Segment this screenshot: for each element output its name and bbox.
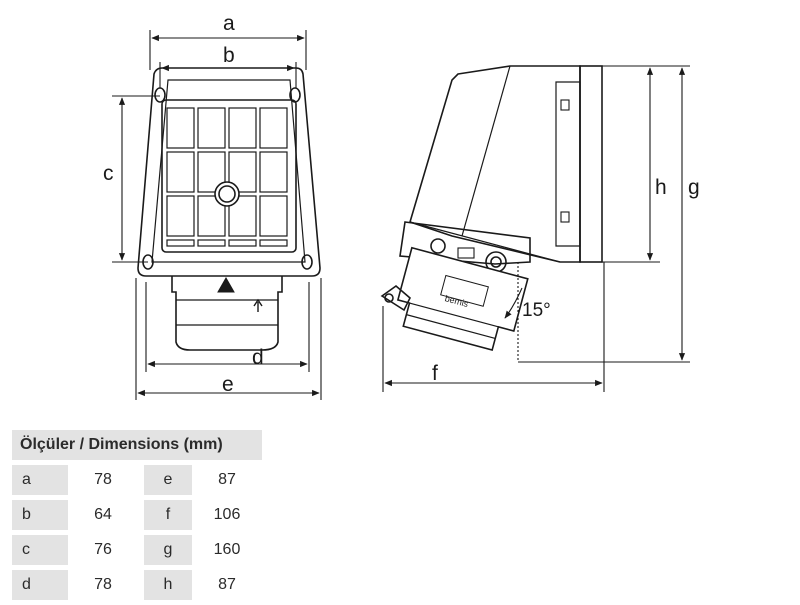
socket-body: [171, 276, 283, 351]
dim-key: b: [12, 500, 68, 530]
dim-value: 64: [68, 500, 138, 530]
lid-grid: [166, 107, 288, 247]
mount-hole-tl: [154, 87, 166, 103]
dim-value: 160: [192, 535, 262, 565]
side-hinge-cap: [380, 284, 411, 312]
technical-drawing: a b c d e bemis 15°: [103, 12, 700, 400]
dim-key: a: [12, 465, 68, 495]
table-row: d 78 h 87: [12, 570, 262, 600]
label-f: f: [432, 362, 438, 385]
side-lid: [409, 65, 581, 263]
angle-label: 15°: [522, 300, 551, 321]
front-dimensions: [112, 30, 322, 400]
front-lid: [161, 99, 297, 253]
dim-value: 76: [68, 535, 138, 565]
dim-value: 87: [192, 465, 262, 495]
label-a: a: [223, 12, 235, 35]
table-title: Ölçüler / Dimensions (mm): [12, 430, 262, 460]
table-row: b 64 f 106: [12, 500, 262, 530]
dim-key: c: [12, 535, 68, 565]
label-g: g: [688, 176, 700, 199]
dim-value: 87: [192, 570, 262, 600]
label-d: d: [252, 346, 264, 369]
dim-key: g: [144, 535, 192, 565]
dimensions-table: Ölçüler / Dimensions (mm) a 78 e 87 b 64…: [12, 425, 262, 605]
angle-indicator: [504, 262, 523, 362]
mount-hole-br: [301, 254, 313, 270]
label-c: c: [103, 162, 114, 185]
label-e: e: [222, 373, 234, 396]
dim-key: h: [144, 570, 192, 600]
front-flange: [137, 67, 321, 277]
dim-value: 78: [68, 465, 138, 495]
side-dimensions: [382, 65, 690, 392]
table-row: a 78 e 87: [12, 465, 262, 495]
side-back-plate: [579, 65, 603, 263]
mount-hole-tr: [289, 87, 301, 103]
dim-key: d: [12, 570, 68, 600]
label-h: h: [655, 176, 667, 199]
dim-key: e: [144, 465, 192, 495]
dim-value: 106: [192, 500, 262, 530]
dim-key: f: [144, 500, 192, 530]
side-socket-body: [396, 246, 529, 352]
label-b: b: [223, 44, 235, 67]
side-housing: [399, 221, 531, 265]
table-row: c 76 g 160: [12, 535, 262, 565]
dim-value: 78: [68, 570, 138, 600]
side-view: [380, 65, 603, 352]
front-view: [137, 67, 321, 351]
front-inner-border: [151, 79, 306, 263]
